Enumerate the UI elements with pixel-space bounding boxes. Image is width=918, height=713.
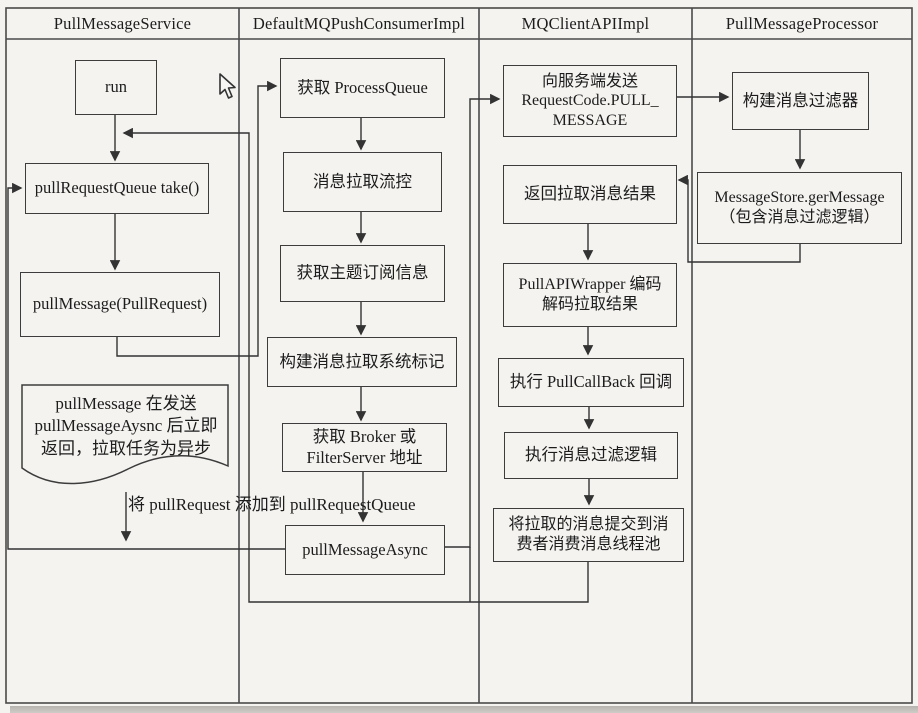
lane-label: DefaultMQPushConsumerImpl: [252, 14, 466, 33]
node-submit-pool: 将拉取的消息提交到消 费者消费消息线程池: [493, 508, 684, 562]
lane-header-pullmessageservice: PullMessageService: [6, 9, 239, 39]
node-build-filter: 构建消息过滤器: [732, 72, 869, 130]
lane-label: PullMessageService: [53, 14, 192, 33]
node-get-broker: 获取 Broker 或 FilterServer 地址: [282, 423, 447, 472]
node-wrapper-decode: PullAPIWrapper 编码 解码拉取结果: [503, 263, 677, 327]
node-return-result: 返回拉取消息结果: [503, 165, 677, 224]
node-run: run: [75, 60, 157, 115]
node-send-request: 向服务端发送 RequestCode.PULL_ MESSAGE: [503, 65, 677, 137]
lane-header-pullmessageprocessor: PullMessageProcessor: [692, 9, 912, 39]
node-pull-request-queue-take: pullRequestQueue take(): [25, 163, 209, 214]
lane-label: PullMessageProcessor: [725, 14, 879, 33]
lane-header-defaultmqpushconsumerimpl: DefaultMQPushConsumerImpl: [239, 9, 479, 39]
async-note-text: pullMessage 在发送 pullMessageAysnc 后立即 返回，…: [34, 394, 218, 458]
node-exec-callback: 执行 PullCallBack 回调: [498, 358, 684, 407]
node-pull-message-async: pullMessageAsync: [285, 525, 445, 575]
node-get-process-queue: 获取 ProcessQueue: [280, 58, 445, 118]
node-pull-message: pullMessage(PullRequest): [20, 272, 220, 337]
mouse-cursor-icon: [219, 73, 236, 99]
node-message-store: MessageStore.gerMessage （包含消息过滤逻辑）: [697, 172, 902, 244]
async-note-shape: [21, 384, 229, 485]
node-get-subscription: 获取主题订阅信息: [280, 245, 445, 302]
node-exec-filter: 执行消息过滤逻辑: [504, 432, 678, 479]
scan-shadow: [10, 706, 918, 713]
edge-label-add-to-queue: 将 pullRequest 添加到 pullRequestQueue: [128, 495, 416, 514]
lane-header-mqclientapiimpl: MQClientAPIImpl: [479, 9, 692, 39]
node-flow-control: 消息拉取流控: [283, 152, 442, 212]
flow-arrows: [7, 80, 806, 603]
node-build-sysflag: 构建消息拉取系统标记: [267, 337, 457, 387]
lane-label: MQClientAPIImpl: [521, 14, 650, 33]
